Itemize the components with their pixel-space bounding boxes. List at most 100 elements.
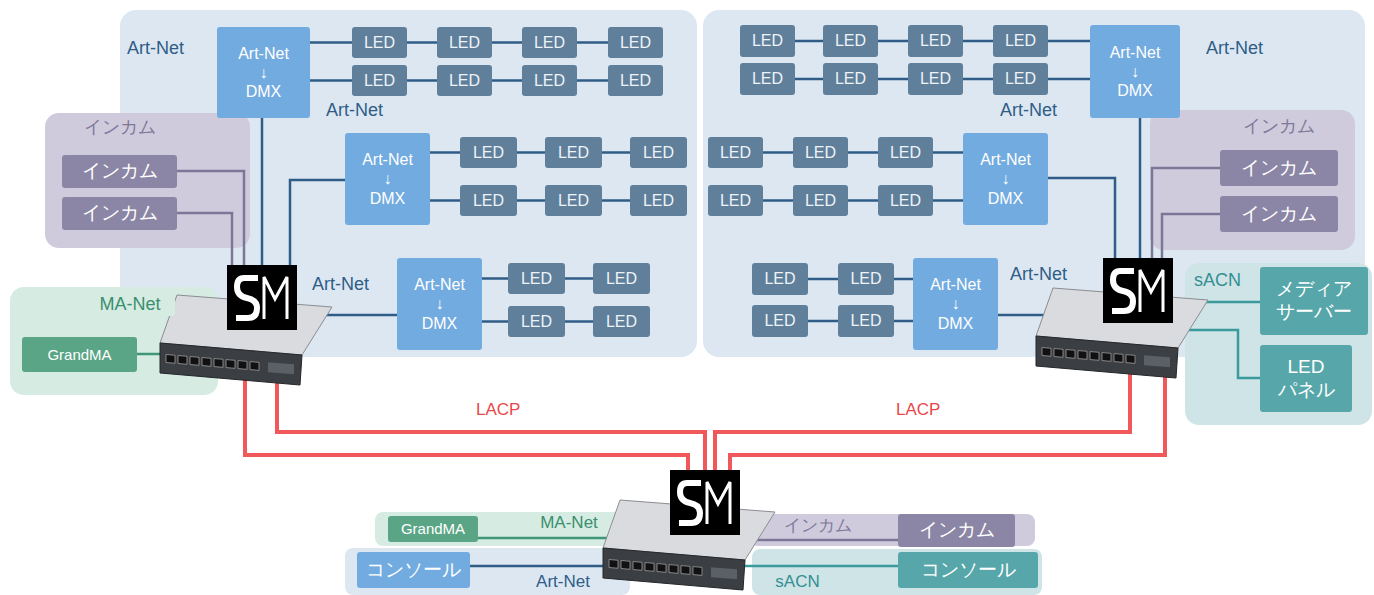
group-ground xyxy=(45,113,250,248)
device-group: sACNメディア サーバーLED パネル xyxy=(1185,263,1372,425)
box-label: Art-Net ↓ DMX xyxy=(917,275,994,333)
led-fixture-box: LED xyxy=(608,27,663,58)
box-label: LED xyxy=(912,31,959,50)
led-fixture-box: LED xyxy=(838,305,894,337)
dmx-link xyxy=(517,151,545,154)
box-label: LED xyxy=(549,191,598,210)
dmx-link xyxy=(763,151,793,154)
protocol-label: Art-Net xyxy=(127,38,184,60)
led-fixture-box: LED xyxy=(708,137,763,168)
led-fixture-box: LED xyxy=(630,137,687,168)
box-label: LED パネル xyxy=(1264,356,1348,402)
dmx-link xyxy=(482,320,508,323)
box-label: LED xyxy=(756,269,804,288)
ma-net-wire xyxy=(137,353,162,356)
group-heading: インカム xyxy=(62,117,177,139)
led-fixture-box: LED xyxy=(752,305,808,337)
box-label: インカム xyxy=(66,160,173,183)
dmx-link xyxy=(963,40,993,43)
lacp-link xyxy=(245,378,688,470)
dmx-link xyxy=(848,199,878,202)
network-switch xyxy=(160,265,332,385)
dmx-link xyxy=(517,199,545,202)
dmx-link xyxy=(310,41,352,44)
sacn-wire xyxy=(1186,330,1260,378)
box-label: LED xyxy=(634,191,683,210)
intercom-wire xyxy=(177,213,232,265)
box-label: Art-Net ↓ DMX xyxy=(401,275,478,333)
box-label: LED xyxy=(712,143,759,162)
box-label: LED xyxy=(597,269,646,288)
lighting-console-box: GrandMA xyxy=(22,337,137,372)
box-label: インカム xyxy=(902,519,1011,542)
lighting-console-box: GrandMA xyxy=(388,516,478,542)
group-ground xyxy=(1185,263,1372,425)
box-label: LED xyxy=(441,33,488,52)
box-label: LED xyxy=(756,311,804,330)
led-fixture-box: LED xyxy=(460,185,517,216)
led-fixture-box: LED xyxy=(593,263,650,294)
dmx-link xyxy=(808,320,838,323)
dmx-link xyxy=(407,41,437,44)
box-label: LED xyxy=(912,69,959,88)
box-label: LED xyxy=(441,71,488,90)
dmx-link xyxy=(795,78,823,81)
box-label: LED xyxy=(612,33,659,52)
led-fixture-box: LED xyxy=(522,65,577,96)
device-box: コンソール xyxy=(898,552,1038,588)
led-fixture-box: LED xyxy=(352,27,407,58)
box-label: LED xyxy=(842,269,890,288)
protocol-label: Art-Net xyxy=(1000,100,1057,122)
dmx-link xyxy=(894,320,913,323)
dmx-link xyxy=(602,151,630,154)
box-label: LED xyxy=(464,191,513,210)
link-label: LACP xyxy=(476,400,520,420)
device-box: LED パネル xyxy=(1260,345,1352,412)
art-net-wire xyxy=(470,565,605,568)
led-fixture-box: LED xyxy=(545,185,602,216)
led-fixture-box: LED xyxy=(352,65,407,96)
led-fixture-box: LED xyxy=(508,306,565,337)
led-fixture-box: LED xyxy=(708,185,763,216)
led-fixture-box: LED xyxy=(823,25,878,57)
box-label: LED xyxy=(356,71,403,90)
protocol-label: Art-Net xyxy=(1010,264,1067,286)
box-label: LED xyxy=(634,143,683,162)
dmx-link xyxy=(565,320,593,323)
dmx-link xyxy=(565,277,593,280)
device-group: インカムインカムインカム xyxy=(45,113,250,248)
group-heading: インカム xyxy=(1220,116,1338,138)
box-label: LED xyxy=(464,143,513,162)
intercom-wire xyxy=(1162,214,1220,258)
art-net-wire xyxy=(1139,118,1142,258)
led-fixture-box: LED xyxy=(630,185,687,216)
converter-box: Art-Net ↓ DMX xyxy=(963,133,1048,225)
intercom-box: インカム xyxy=(898,514,1015,547)
led-fixture-box: LED xyxy=(838,263,894,295)
dmx-link xyxy=(848,151,878,154)
box-label: LED xyxy=(882,143,929,162)
box-label: インカム xyxy=(1224,157,1334,180)
led-fixture-box: LED xyxy=(908,63,963,95)
converter-box: Art-Net ↓ DMX xyxy=(913,258,998,350)
dmx-link xyxy=(602,199,630,202)
sacn-wire xyxy=(744,565,898,568)
dmx-link xyxy=(430,199,460,202)
device-group: インカムインカムインカム xyxy=(1150,110,1355,250)
console-box: コンソール xyxy=(357,552,470,588)
dmx-link xyxy=(492,41,522,44)
group-heading: Art-Net xyxy=(528,572,598,592)
intercom-wire xyxy=(756,539,898,542)
protocol-label: Art-Net xyxy=(312,274,369,296)
box-label: GrandMA xyxy=(26,346,133,364)
protocol-label: Art-Net xyxy=(1206,38,1263,60)
dmx-link xyxy=(963,78,993,81)
dmx-link xyxy=(492,79,522,82)
box-label: LED xyxy=(744,31,791,50)
intercom-wire xyxy=(1152,168,1220,258)
led-fixture-box: LED xyxy=(878,185,933,216)
box-label: GrandMA xyxy=(392,520,474,538)
led-fixture-box: LED xyxy=(740,63,795,95)
led-fixture-box: LED xyxy=(608,65,663,96)
